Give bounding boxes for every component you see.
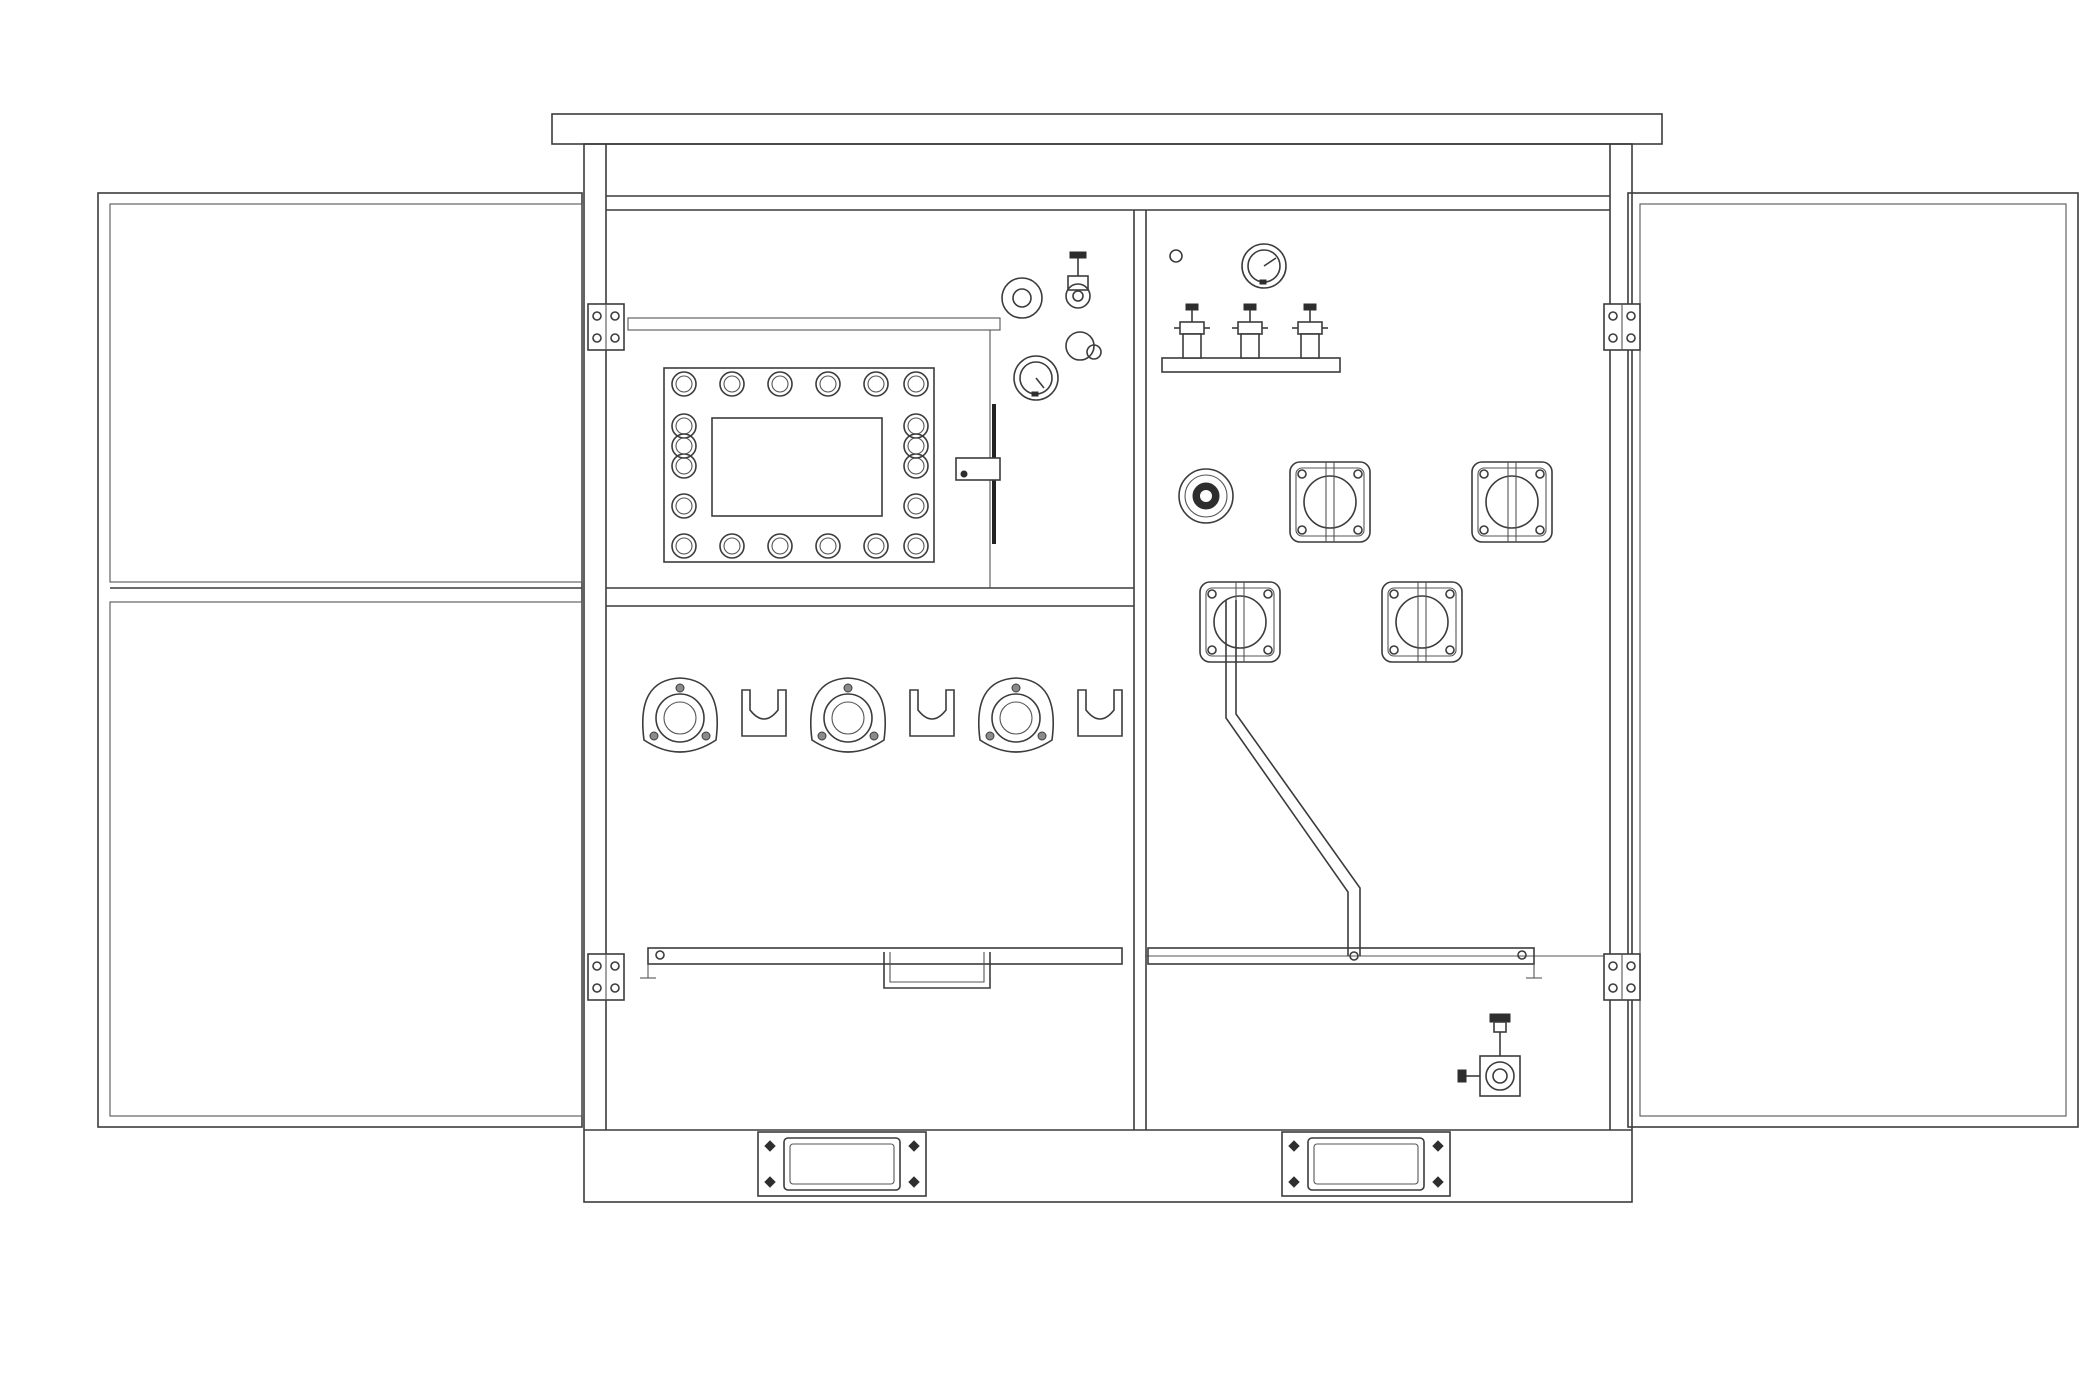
- door-hinge: [587, 953, 625, 1001]
- pressure-gauge-right: [1241, 243, 1287, 289]
- panel-bolt: [671, 493, 697, 519]
- lifting-pocket: [1281, 1131, 1451, 1197]
- roof: [551, 113, 1663, 145]
- lifting-pocket: [757, 1131, 927, 1197]
- mounting-rail-right: [1147, 947, 1542, 979]
- fitting-cap: [1065, 331, 1102, 361]
- door-hinge: [587, 303, 625, 351]
- panel-bolt: [767, 533, 793, 559]
- grounding-rod-edge: [1235, 600, 1361, 956]
- triangular-bushing: [978, 677, 1054, 753]
- panel-bolt: [767, 371, 793, 397]
- small-valve: [1065, 251, 1091, 309]
- triangular-bushings: [642, 677, 1123, 753]
- panel-bolt: [815, 371, 841, 397]
- panel-bolt: [863, 533, 889, 559]
- door-hinge: [1603, 303, 1641, 351]
- bushing-flange: [1471, 461, 1553, 543]
- panel-bolt: [719, 371, 745, 397]
- roof-valve: [1232, 303, 1268, 359]
- triangular-bushing: [642, 677, 718, 753]
- triangular-bushing: [810, 677, 886, 753]
- grounding-rod: [1225, 600, 1349, 956]
- bushing-flange: [1199, 581, 1281, 663]
- panel-bolt: [903, 533, 929, 559]
- panel-bolt: [863, 371, 889, 397]
- fitting-ring: [1001, 277, 1043, 319]
- cabinet-body: [583, 143, 1633, 1203]
- roof-valve: [1174, 303, 1210, 359]
- roof-valve: [1292, 303, 1328, 359]
- panel-bolt: [719, 533, 745, 559]
- panel-bolt: [671, 371, 697, 397]
- mounting-rail-left: [640, 947, 1123, 979]
- u-bracket: [741, 689, 787, 737]
- roof-valves: [1174, 303, 1328, 359]
- panel-bolt: [671, 433, 697, 459]
- rail-handle: [883, 952, 991, 989]
- panel-bolt: [903, 371, 929, 397]
- terminal-panel: [627, 317, 1001, 588]
- bushing-flanges: [1199, 461, 1553, 663]
- right-door: [1627, 192, 2079, 1128]
- left-door: [97, 192, 583, 1128]
- u-bracket: [1077, 689, 1123, 737]
- bushing-flange: [1289, 461, 1371, 543]
- panel-bolts: [671, 371, 929, 559]
- drain-valve: [1457, 1013, 1521, 1097]
- panel-bolt: [903, 493, 929, 519]
- lifting-pockets: [757, 1131, 1451, 1197]
- bushing-flange: [1381, 581, 1463, 663]
- disconnect-handle: [955, 404, 1001, 544]
- panel-bolt: [815, 533, 841, 559]
- door-hinge: [1603, 953, 1641, 1001]
- panel-bolt: [671, 533, 697, 559]
- door-hinges: [587, 303, 1641, 1001]
- indicator-lamp: [1169, 249, 1183, 263]
- u-bracket: [909, 689, 955, 737]
- pressure-gauge-left: [1013, 355, 1059, 401]
- rod-anchor: [1349, 951, 1359, 961]
- phase-meter: [1178, 468, 1234, 524]
- rail-handle-inner: [889, 952, 985, 983]
- panel-bolt: [903, 433, 929, 459]
- valve-mounting-bar: [1161, 357, 1341, 373]
